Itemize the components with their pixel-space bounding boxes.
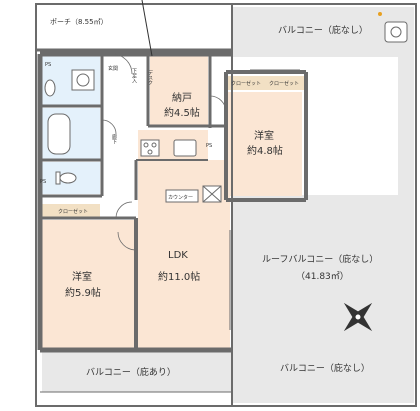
balcony-bottom-right [232,345,414,403]
bathtub-icon [47,113,71,155]
outdoor-sink-icon [384,21,408,43]
label-balcony-top: バルコニー（庇なし） [278,24,368,36]
bedroom-east [228,92,302,196]
label-closet-c: クローゼット [58,208,88,215]
label-desk: デスク [147,69,153,85]
roof-balcony [232,195,414,345]
compass-rose-icon [343,302,373,332]
label-entrance: 玄関 [108,65,118,72]
label-ldk-name: LDK [168,250,188,261]
accent-marker [378,12,382,16]
label-bedroom-west-name: 洋室 [72,270,92,283]
shoe-closet [130,56,148,96]
label-storage-name: 納戸 [172,91,192,104]
sink-icon [44,79,56,97]
door-swings [101,53,227,251]
closet-b [266,76,304,90]
walls [35,3,417,407]
washing-machine-icon [71,69,95,91]
label-counter: カウンター [168,194,193,201]
label-bedroom-east-name: 洋室 [254,129,274,142]
closet-c [42,204,100,218]
bedroom-west [42,220,134,350]
kitchen-sink-icon [173,139,197,157]
counter-box [165,189,199,203]
label-closet-a: クローゼット [231,80,261,87]
label-storage-size: 約4.5帖 [164,106,200,119]
label-ps-2: PS [206,143,212,149]
label-closet-b: クローゼット [269,80,299,87]
label-balcony-bottom-right: バルコニー（庇なし） [280,362,370,374]
closet-a [228,76,266,90]
storage-room [150,56,208,126]
label-ps-1: PS [45,62,51,68]
stove-icon [140,139,160,157]
label-bedroom-west-size: 約5.9帖 [65,286,101,299]
balcony-bottom-left [42,350,232,392]
label-balcony-bottom-left: バルコニー（庇あり） [86,366,176,378]
label-ps-3: PS [40,179,46,185]
label-shoe-closet: 下足入 [131,68,137,83]
label-porch: ポーチ（8.55㎡） [50,18,108,26]
toilet-icon [55,171,77,185]
refrigerator-icon [202,185,222,203]
label-roof-balcony-area: （41.83㎡） [296,271,349,282]
label-bedroom-east-size: 約4.8帖 [247,144,283,157]
label-ldk-size: 約11.0帖 [158,270,200,283]
windows [60,69,300,349]
balcony-top [232,7,414,57]
label-hallway: 廊下 [111,133,117,145]
sightline [141,0,153,57]
porch-area [36,7,232,49]
label-roof-balcony-name: ルーフバルコニー（庇なし） [262,253,378,265]
